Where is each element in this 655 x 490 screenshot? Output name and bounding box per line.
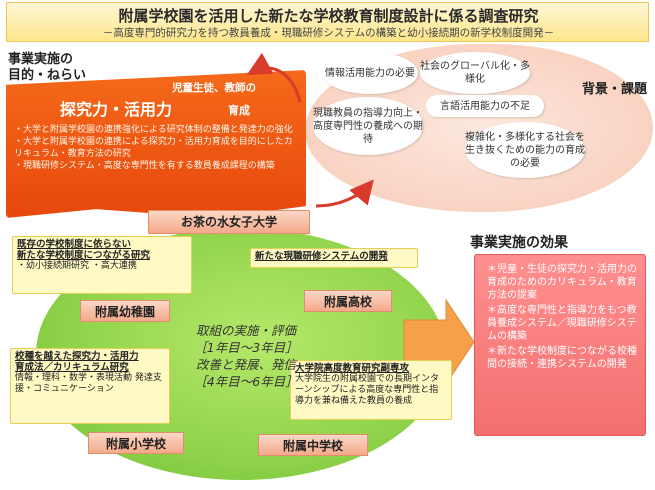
issues-heading: 背景・課題: [582, 82, 648, 97]
issue-bubble: 情報活用能力の必要: [322, 52, 418, 94]
schedule-line: 取組の実施・評価: [195, 323, 296, 338]
callout-body: 大学院生の附属校園での長期インターンシップによる高度な専門性と指導力を兼ね備えた…: [295, 374, 440, 406]
university-plate: お茶の水女子大学: [148, 210, 310, 234]
callout-cross-school-curriculum: 校種を越えた探究力・活用力 育成法／カリキュラム研究 情報・理科・数学・表現活動…: [10, 348, 170, 424]
callout-title: 既存の学校制度に依らない: [17, 239, 132, 250]
callout-title: 新たな現職研修システムの開発: [255, 251, 388, 262]
elementary-school-plate: 附属小学校: [88, 432, 184, 454]
issue-bubble: 複雑化・多様化する社会を生き抜くための能力の育成の必要: [465, 122, 585, 178]
callout-title: 育成法／カリキュラム研究: [15, 362, 129, 373]
program-schedule: 取組の実施・評価 ［1年目～3年目］ 改善と発展、発信 ［4年目～6年目］: [180, 322, 312, 390]
purpose-lead: 児童生徒、教師の: [172, 82, 256, 94]
schedule-line: 改善と発展、発信: [195, 357, 296, 372]
callout-title: 大学院高度教育研究副専攻: [295, 363, 410, 374]
callout-title: 校種を越えた探究力・活用力: [15, 351, 139, 362]
page-title: 附属学校園を活用した新たな学校教育制度設計に係る調査研究: [118, 7, 539, 25]
purpose-banner: [6, 70, 306, 218]
kindergarten-plate: 附属幼稚園: [80, 300, 170, 322]
effects-heading: 事業実施の効果: [470, 235, 568, 251]
purpose-list: ・大学と附属学校園の連携強化による研究体制の整備と発達力の強化 ・大学と附属学校…: [14, 124, 300, 172]
issue-bubble: 言語活用能力の不足: [426, 95, 544, 117]
curved-arrow-university-to-issues: [315, 179, 374, 208]
purpose-item: ・大学と附属学校園の連携強化による研究体制の整備と発達力の強化: [14, 125, 293, 135]
purpose-heading-line: 事業実施の: [8, 52, 74, 67]
effect-item: ＊高度な専門性と指導力をもつ教員養成システム／現職研修システムの構築: [487, 305, 637, 342]
high-school-plate: 附属高校: [304, 290, 392, 312]
schedule-line: ［4年目～6年目］: [194, 374, 298, 389]
purpose-main-goal: 探究力・活用力: [60, 100, 173, 119]
title-banner: 附属学校園を活用した新たな学校教育制度設計に係る調査研究 －高度専門的研究力を持…: [6, 2, 649, 42]
purpose-main-goal-suffix: 育成: [228, 104, 250, 117]
effects-list: ＊児童・生徒の探究力・活用力の育成のためのカリキュラム・教育方法の提案 ＊高度な…: [487, 263, 637, 371]
schedule-line: ［1年目～3年目］: [194, 340, 298, 355]
callout-body: ・幼小接続期研究 ・高大連携: [17, 261, 137, 271]
purpose-heading-line: 目的・ねらい: [8, 68, 87, 83]
callout-new-school-system: 既存の学校制度に依らない 新たな学校制度につながる研究 ・幼小接続期研究 ・高大…: [12, 236, 192, 294]
issue-bubble: 現職教員の指導力向上・高度専門性の養成への期待: [313, 97, 423, 155]
curved-arrow-issues-to-purpose: [246, 52, 302, 103]
purpose-item: ・大学と附属学校園の連携による探究力・活用力育成を目的にしたカリキュラム・教育方…: [14, 137, 293, 159]
page-subtitle: －高度専門的研究力を持つ教員養成・現職研修システムの構築と幼小接続期の新学校制度…: [102, 27, 555, 39]
callout-graduate-program: 大学院高度教育研究副専攻 大学院生の附属校園での長期インターンシップによる高度な…: [290, 360, 452, 420]
issue-bubble: 社会のグローバル化・多様化: [420, 52, 530, 94]
effects-box: ＊児童・生徒の探究力・活用力の育成のためのカリキュラム・教育方法の提案 ＊高度な…: [474, 254, 646, 436]
callout-title: 新たな学校制度につながる研究: [17, 250, 151, 261]
purpose-heading: 事業実施の 目的・ねらい: [8, 52, 86, 84]
purpose-item: ・現職研修システム・高度な専門性を有する教員養成課程の構築: [14, 161, 275, 171]
callout-body: 情報・理科・数学・表現活動 発達支援・コミュニケーション: [15, 373, 162, 394]
junior-high-school-plate: 附属中学校: [258, 434, 368, 456]
effect-item: ＊児童・生徒の探究力・活用力の育成のためのカリキュラム・教育方法の提案: [487, 264, 637, 301]
effect-item: ＊新たな学校制度につながる校種間の接続・連携システムの開発: [487, 346, 637, 370]
callout-new-training-system: 新たな現職研修システムの開発: [250, 248, 418, 268]
